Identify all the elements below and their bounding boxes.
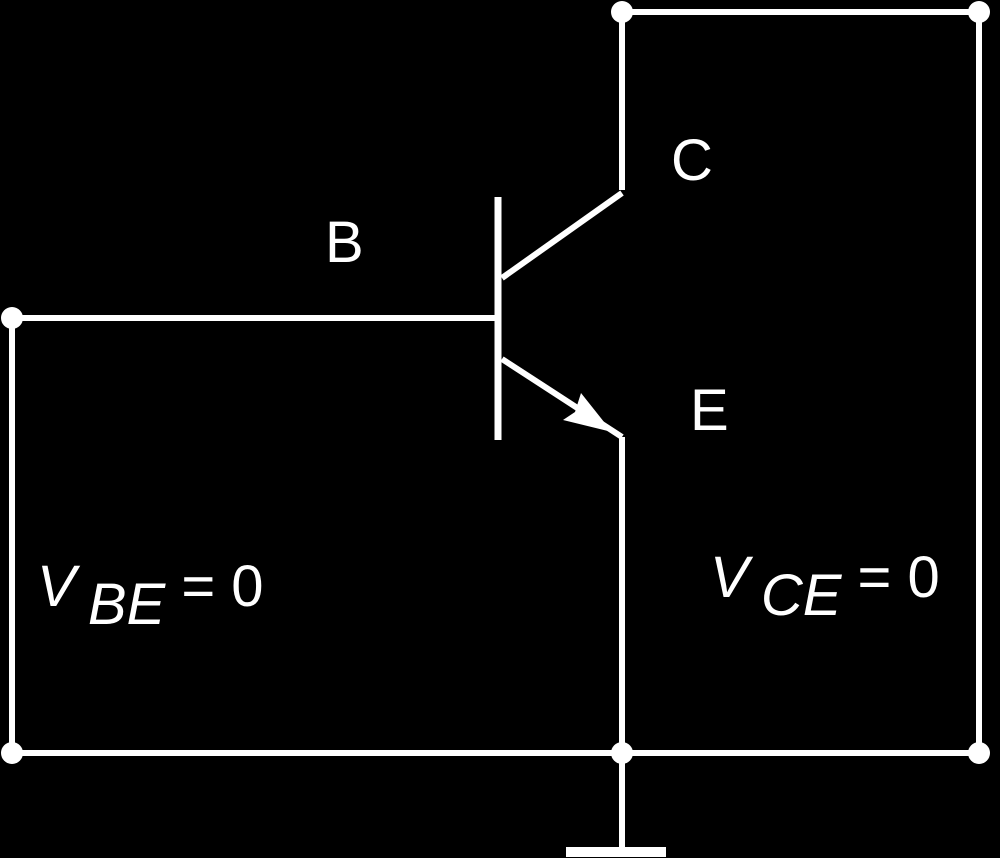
junction-dot-top-right [968,1,990,23]
junction-dot-bottom-left [1,742,23,764]
vbe-annotation: V BE = 0 [37,554,264,637]
vce-annotation: V CE = 0 [710,545,940,628]
vbe-equals-value: = 0 [181,554,263,619]
emitter-arrow-icon [563,393,612,432]
terminal-label-base: B [325,210,364,275]
terminal-label-collector: C [671,128,713,193]
junction-dot-base-input [1,307,23,329]
vbe-symbol: V [37,554,81,619]
vce-equals-value: = 0 [858,545,940,610]
collector-supply-wire [619,9,982,753]
vce-symbol: V [710,545,754,610]
terminal-label-emitter: E [690,378,729,443]
junction-dot-bottom-right [968,742,990,764]
junction-dot-collector-top [611,1,633,23]
vbe-subscript: BE [88,572,167,637]
vce-subscript: CE [761,563,843,628]
base-input-wire [9,315,498,753]
junction-dot-emitter-ground [611,742,633,764]
collector-lead [500,190,624,281]
